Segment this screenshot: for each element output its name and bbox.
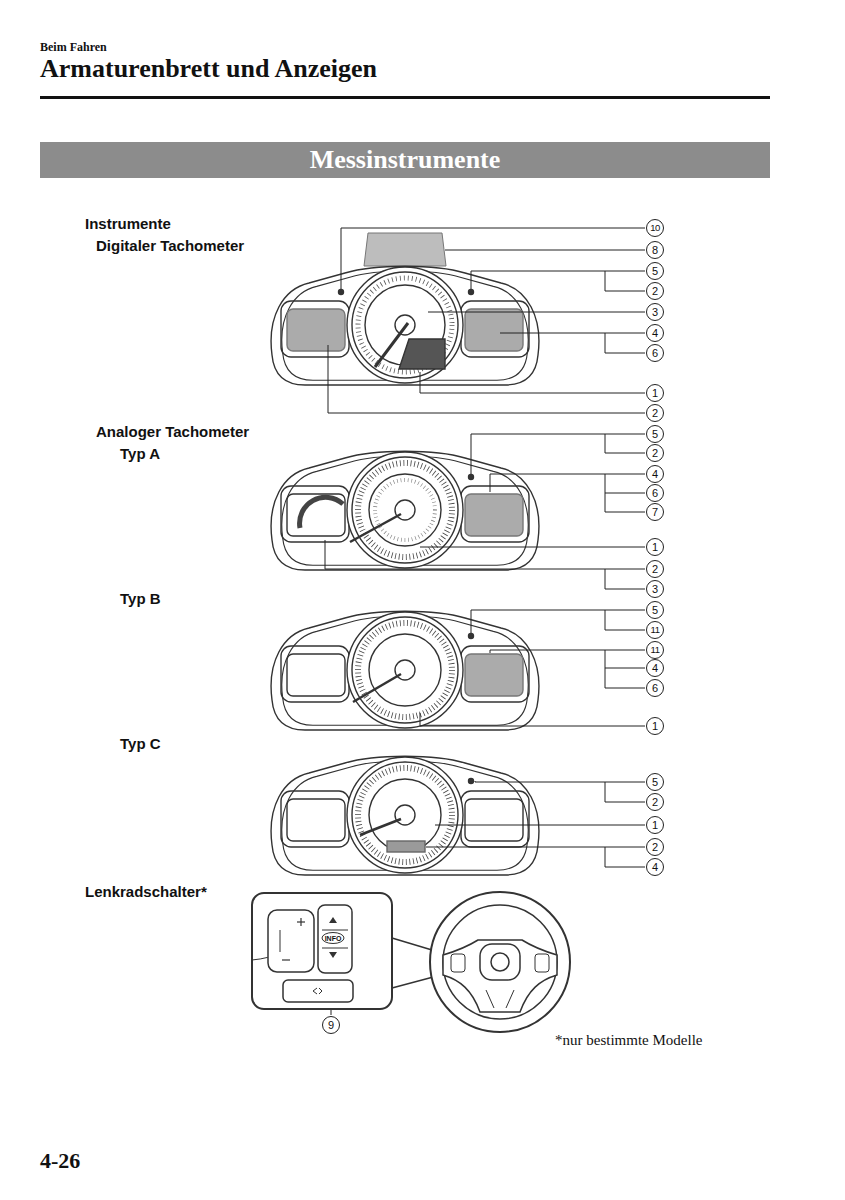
callout-number: 2 — [646, 560, 664, 578]
callout-number: 4 — [646, 858, 664, 876]
callout-number: 5 — [646, 425, 664, 443]
section-name: Beim Fahren — [40, 40, 107, 55]
figure-label: Lenkradschalter* — [85, 883, 207, 900]
figure-label: Typ A — [120, 445, 160, 462]
callout-number: 6 — [646, 679, 664, 697]
callout-number: 2 — [646, 282, 664, 300]
callout-number: 9 — [322, 1016, 340, 1034]
callout-number: 5 — [646, 601, 664, 619]
page-heading: Armaturenbrett und Anzeigen — [40, 54, 377, 84]
callout-number: 3 — [646, 580, 664, 598]
footnote: *nur bestimmte Modelle — [555, 1032, 702, 1049]
callout-number: 2 — [646, 444, 664, 462]
button-label: INFO — [325, 935, 342, 942]
callout-number: 4 — [646, 465, 664, 483]
callout-number: 2 — [646, 793, 664, 811]
figure-label: Typ C — [120, 735, 161, 752]
figure-label: Instrumente — [85, 215, 171, 232]
callout-number: 7 — [646, 503, 664, 521]
callout-number: 1 — [646, 816, 664, 834]
callout-number: 1 — [646, 538, 664, 556]
callout-number: 4 — [646, 324, 664, 342]
callout-number: 6 — [646, 484, 664, 502]
callout-number: 4 — [646, 659, 664, 677]
callout-number: 10 — [646, 219, 664, 237]
header-rule — [40, 96, 770, 99]
callout-number: 11 — [646, 641, 664, 659]
figure-label: Analoger Tachometer — [96, 423, 249, 440]
callout-number: 6 — [646, 344, 664, 362]
callout-number: 2 — [646, 404, 664, 422]
callout-number: 8 — [646, 241, 664, 259]
callout-number: 11 — [646, 621, 664, 639]
callout-number: 1 — [646, 384, 664, 402]
callout-number: 5 — [646, 262, 664, 280]
figure-label: Digitaler Tachometer — [96, 237, 244, 254]
callout-number: 5 — [646, 773, 664, 791]
page-number: 4-26 — [40, 1148, 80, 1174]
figure-label: Typ B — [120, 590, 161, 607]
section-band: Messinstrumente — [40, 142, 770, 178]
callout-number: 1 — [646, 717, 664, 735]
cluster-drawings — [271, 233, 539, 875]
callout-number: 3 — [646, 303, 664, 321]
steering-switch-drawing — [252, 892, 570, 1032]
callout-number: 2 — [646, 838, 664, 856]
section-title: Messinstrumente — [310, 145, 501, 175]
